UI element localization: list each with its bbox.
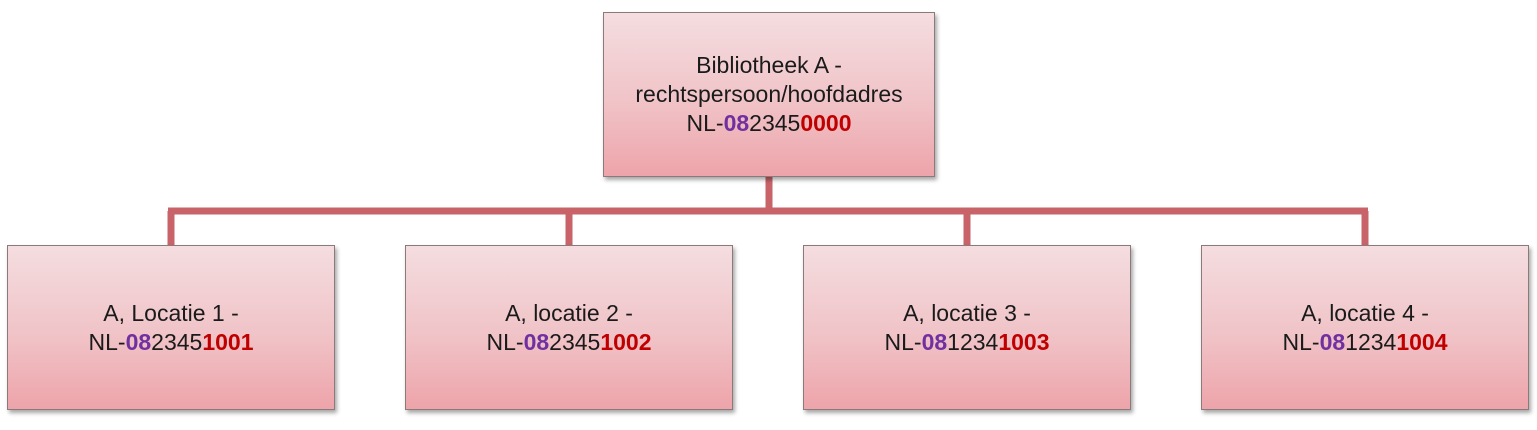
code-middle-segment: 2345 xyxy=(151,328,203,355)
code-red-segment: 1002 xyxy=(600,328,652,355)
code-red-segment: 1004 xyxy=(1396,328,1448,355)
child-node-4: A, locatie 4 - NL-0812341004 xyxy=(1201,245,1529,410)
code-middle-segment: 1234 xyxy=(1345,328,1397,355)
code-red-segment: 1003 xyxy=(998,328,1050,355)
child-code: NL-0812341003 xyxy=(885,328,1050,357)
code-purple-segment: 08 xyxy=(1319,328,1346,355)
code-prefix: NL- xyxy=(686,110,724,136)
code-prefix: NL- xyxy=(1282,328,1320,355)
code-middle-segment: 2345 xyxy=(749,110,801,136)
child-code: NL-0812341004 xyxy=(1283,328,1448,357)
root-title-line-2: rechtspersoon/hoofdadres xyxy=(635,81,903,107)
code-middle-segment: 2345 xyxy=(549,328,601,355)
child-node-2: A, locatie 2 - NL-0823451002 xyxy=(405,245,733,410)
code-prefix: NL- xyxy=(884,328,922,355)
child-node-3: A, locatie 3 - NL-0812341003 xyxy=(803,245,1131,410)
child-label: A, locatie 2 - xyxy=(505,299,633,326)
child-code: NL-0823451002 xyxy=(487,328,652,357)
root-title-line-1: Bibliotheek A - xyxy=(696,52,842,78)
child-node-1: A, Locatie 1 - NL-0823451001 xyxy=(7,245,335,410)
code-prefix: NL- xyxy=(486,328,524,355)
code-red-segment: 0000 xyxy=(800,110,852,136)
code-purple-segment: 08 xyxy=(523,328,550,355)
code-purple-segment: 08 xyxy=(125,328,152,355)
child-label: A, locatie 4 - xyxy=(1301,299,1429,326)
code-red-segment: 1001 xyxy=(202,328,254,355)
child-label: A, Locatie 1 - xyxy=(103,299,239,326)
code-prefix: NL- xyxy=(88,328,126,355)
code-middle-segment: 1234 xyxy=(947,328,999,355)
child-code: NL-0823451001 xyxy=(89,328,254,357)
code-purple-segment: 08 xyxy=(723,110,750,136)
root-code: NL-0823450000 xyxy=(687,109,852,138)
root-node: Bibliotheek A - rechtspersoon/hoofdadres… xyxy=(603,12,935,177)
child-label: A, locatie 3 - xyxy=(903,299,1031,326)
code-purple-segment: 08 xyxy=(921,328,948,355)
